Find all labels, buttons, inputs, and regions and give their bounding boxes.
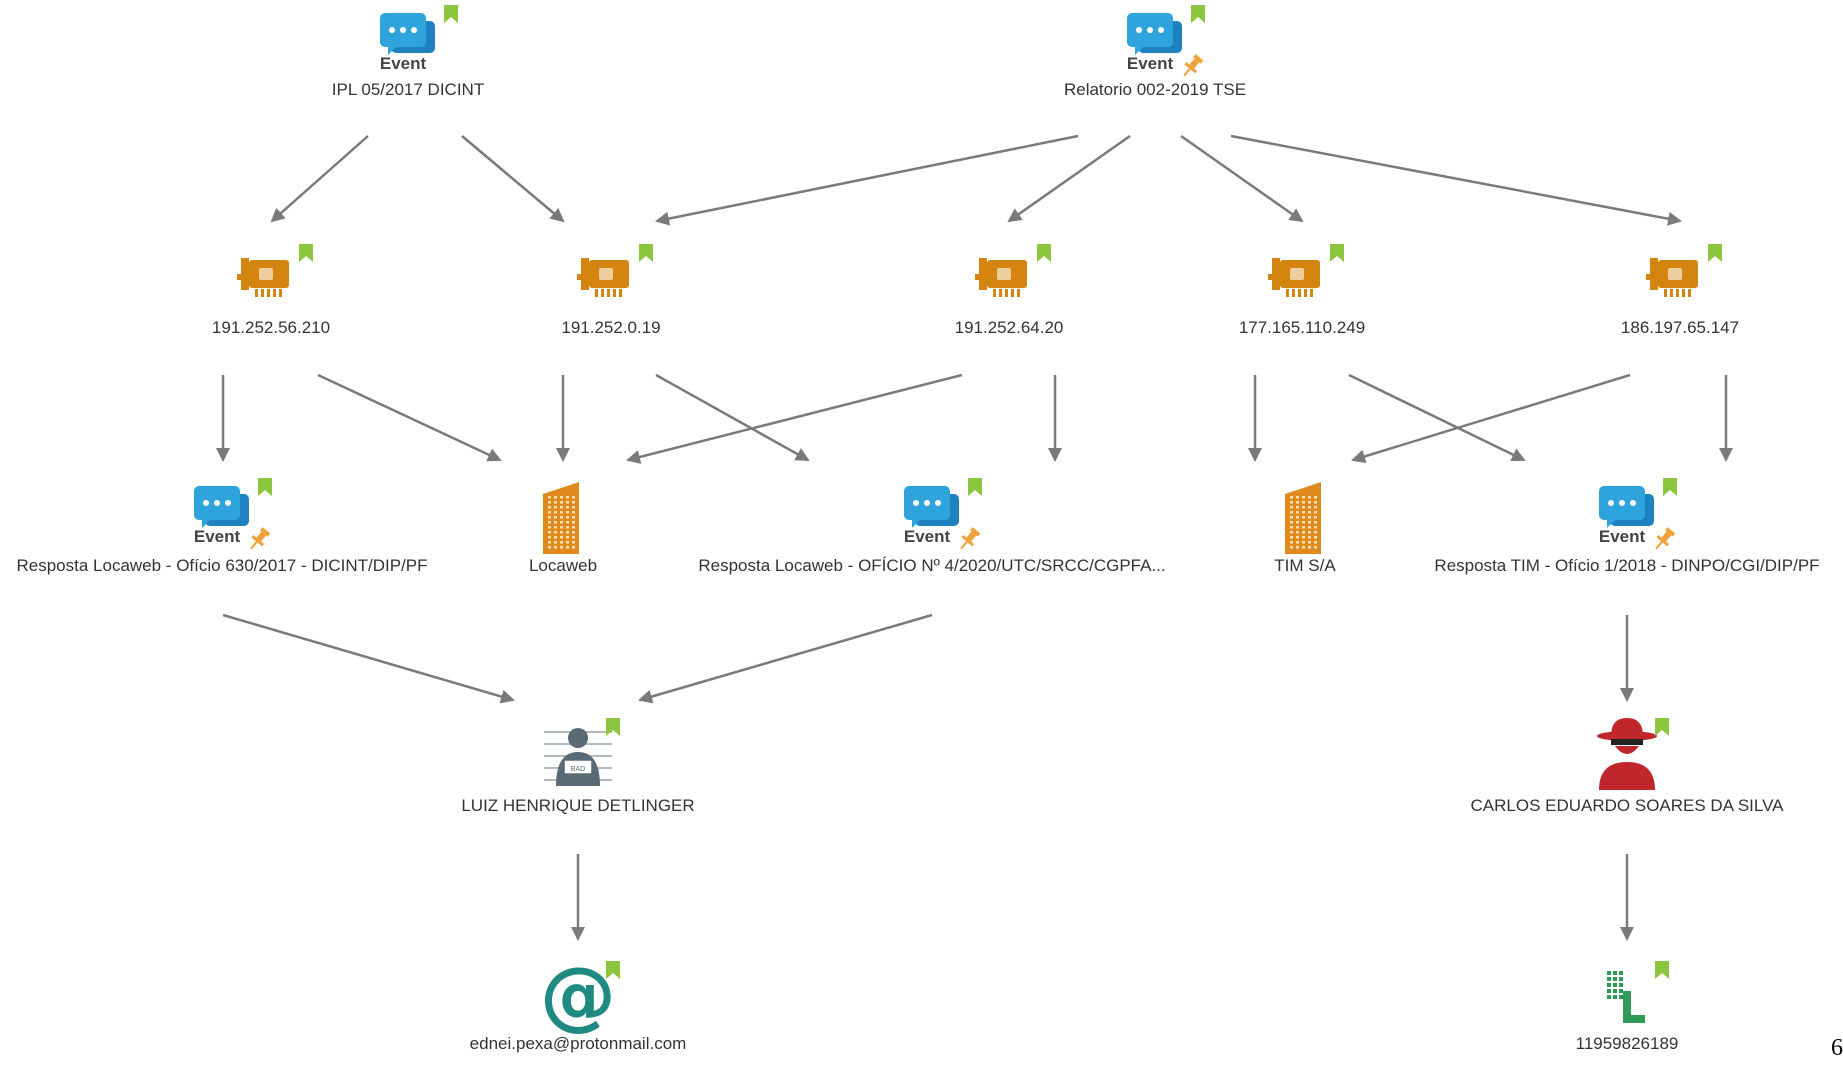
page-number: 6 <box>1831 1035 1843 1061</box>
bookmark-flag-icon <box>1708 244 1722 262</box>
node-label-email[interactable]: ednei.pexa@protonmail.com <box>469 1034 687 1053</box>
edge-rel-ip5[interactable] <box>1230 134 1682 226</box>
building-icon <box>1285 482 1321 554</box>
event-badge-text: Event <box>380 54 427 73</box>
node-label-tim[interactable]: TIM S/A <box>1274 556 1336 575</box>
bookmark-flag-icon <box>258 478 272 496</box>
node-rel[interactable]: Event <box>1127 5 1205 80</box>
node-label-resp2[interactable]: Resposta Locaweb - OFÍCIO Nº 4/2020/UTC/… <box>698 556 1166 575</box>
pin-icon <box>960 527 981 550</box>
node-tim[interactable] <box>1285 482 1321 554</box>
edge-ipl-ip1[interactable] <box>270 135 369 223</box>
bookmark-flag-icon <box>639 244 653 262</box>
edge-ip3-locaweb[interactable] <box>626 373 963 464</box>
event-badge-text: Event <box>1127 54 1174 73</box>
node-label-ipl[interactable]: IPL 05/2017 DICINT <box>331 80 485 99</box>
bookmark-flag-icon <box>606 961 620 979</box>
node-label-resp3[interactable]: Resposta TIM - Ofício 1/2018 - DINPO/CGI… <box>1434 556 1820 575</box>
event-icon: Event <box>380 13 435 73</box>
bookmark-flag-icon <box>606 718 620 736</box>
node-label-ip5[interactable]: 186.197.65.147 <box>1620 318 1740 337</box>
bookmark-flag-icon <box>444 5 458 23</box>
edge-rel-ip3[interactable] <box>1007 134 1131 223</box>
event-icon: Event <box>1599 486 1654 546</box>
bookmark-flag-icon <box>1037 244 1051 262</box>
network-card-icon <box>1268 258 1320 297</box>
pin-icon <box>1183 54 1204 77</box>
edge-rel-ip2[interactable] <box>655 134 1079 226</box>
node-luiz[interactable]: BAD <box>544 718 620 786</box>
pin-icon <box>1655 527 1676 550</box>
bookmark-flag-icon <box>299 244 313 262</box>
building-icon <box>543 482 579 554</box>
edge-rel-ip4[interactable] <box>1180 134 1304 223</box>
bookmark-flag-icon <box>1663 478 1677 496</box>
event-icon: Event <box>194 486 249 546</box>
node-label-phone[interactable]: 11959826189 <box>1575 1034 1679 1053</box>
bookmark-flag-icon <box>1191 5 1205 23</box>
node-label-ip3[interactable]: 191.252.64.20 <box>954 318 1064 337</box>
node-ip5[interactable] <box>1646 244 1722 297</box>
pin-icon <box>250 527 271 550</box>
network-card-icon <box>1646 258 1698 297</box>
bookmark-flag-icon <box>1655 718 1669 736</box>
email-at-icon: @ <box>540 950 616 1039</box>
node-ipl[interactable]: Event <box>380 5 458 73</box>
node-label-ip4[interactable]: 177.165.110.249 <box>1238 318 1366 337</box>
edge-ip5-tim[interactable] <box>1351 373 1631 464</box>
node-label-carlos[interactable]: CARLOS EDUARDO SOARES DA SILVA <box>1470 796 1784 815</box>
bookmark-flag-icon <box>968 478 982 496</box>
svg-text:@: @ <box>540 950 616 1039</box>
node-label-locaweb[interactable]: Locaweb <box>528 556 598 575</box>
node-resp2[interactable]: Event <box>904 478 982 553</box>
event-badge-text: Event <box>194 527 241 546</box>
bookmark-flag-icon <box>1655 961 1669 979</box>
edge-ip2-resp2[interactable] <box>655 373 810 462</box>
edge-resp2-luiz[interactable] <box>638 613 933 704</box>
node-email[interactable]: @ <box>540 950 620 1039</box>
event-badge-text: Event <box>1599 527 1646 546</box>
edge-resp1-luiz[interactable] <box>222 613 515 704</box>
event-badge-text: Event <box>904 527 951 546</box>
edge-ip4-resp3[interactable] <box>1348 373 1526 462</box>
node-ip3[interactable] <box>975 244 1051 297</box>
node-label-ip1[interactable]: 191.252.56.210 <box>211 318 331 337</box>
node-ip2[interactable] <box>577 244 653 297</box>
node-ip4[interactable] <box>1268 244 1344 297</box>
node-resp3[interactable]: Event <box>1599 478 1677 553</box>
network-card-icon <box>975 258 1027 297</box>
suspect-lineup-icon: BAD <box>544 728 612 786</box>
node-locaweb[interactable] <box>543 482 579 554</box>
node-phone[interactable] <box>1607 961 1669 1023</box>
bad-placard-text: BAD <box>571 766 585 773</box>
node-resp1[interactable]: Event <box>194 478 272 553</box>
network-card-icon <box>237 258 289 297</box>
node-label-ip2[interactable]: 191.252.0.19 <box>561 318 661 337</box>
node-label-rel[interactable]: Relatorio 002-2019 TSE <box>1063 80 1247 99</box>
spy-person-icon <box>1597 718 1657 790</box>
event-icon: Event <box>904 486 959 546</box>
edge-ip1-locaweb[interactable] <box>317 373 502 462</box>
node-label-luiz[interactable]: LUIZ HENRIQUE DETLINGER <box>461 796 695 815</box>
edge-ipl-ip2[interactable] <box>461 135 565 223</box>
node-carlos[interactable] <box>1597 718 1669 790</box>
edges-layer <box>216 134 1733 941</box>
bookmark-flag-icon <box>1330 244 1344 262</box>
phone-keypad-icon <box>1607 971 1645 1023</box>
network-card-icon <box>577 258 629 297</box>
node-label-resp1[interactable]: Resposta Locaweb - Ofício 630/2017 - DIC… <box>16 556 428 575</box>
event-icon: Event <box>1127 13 1182 73</box>
node-ip1[interactable] <box>237 244 313 297</box>
